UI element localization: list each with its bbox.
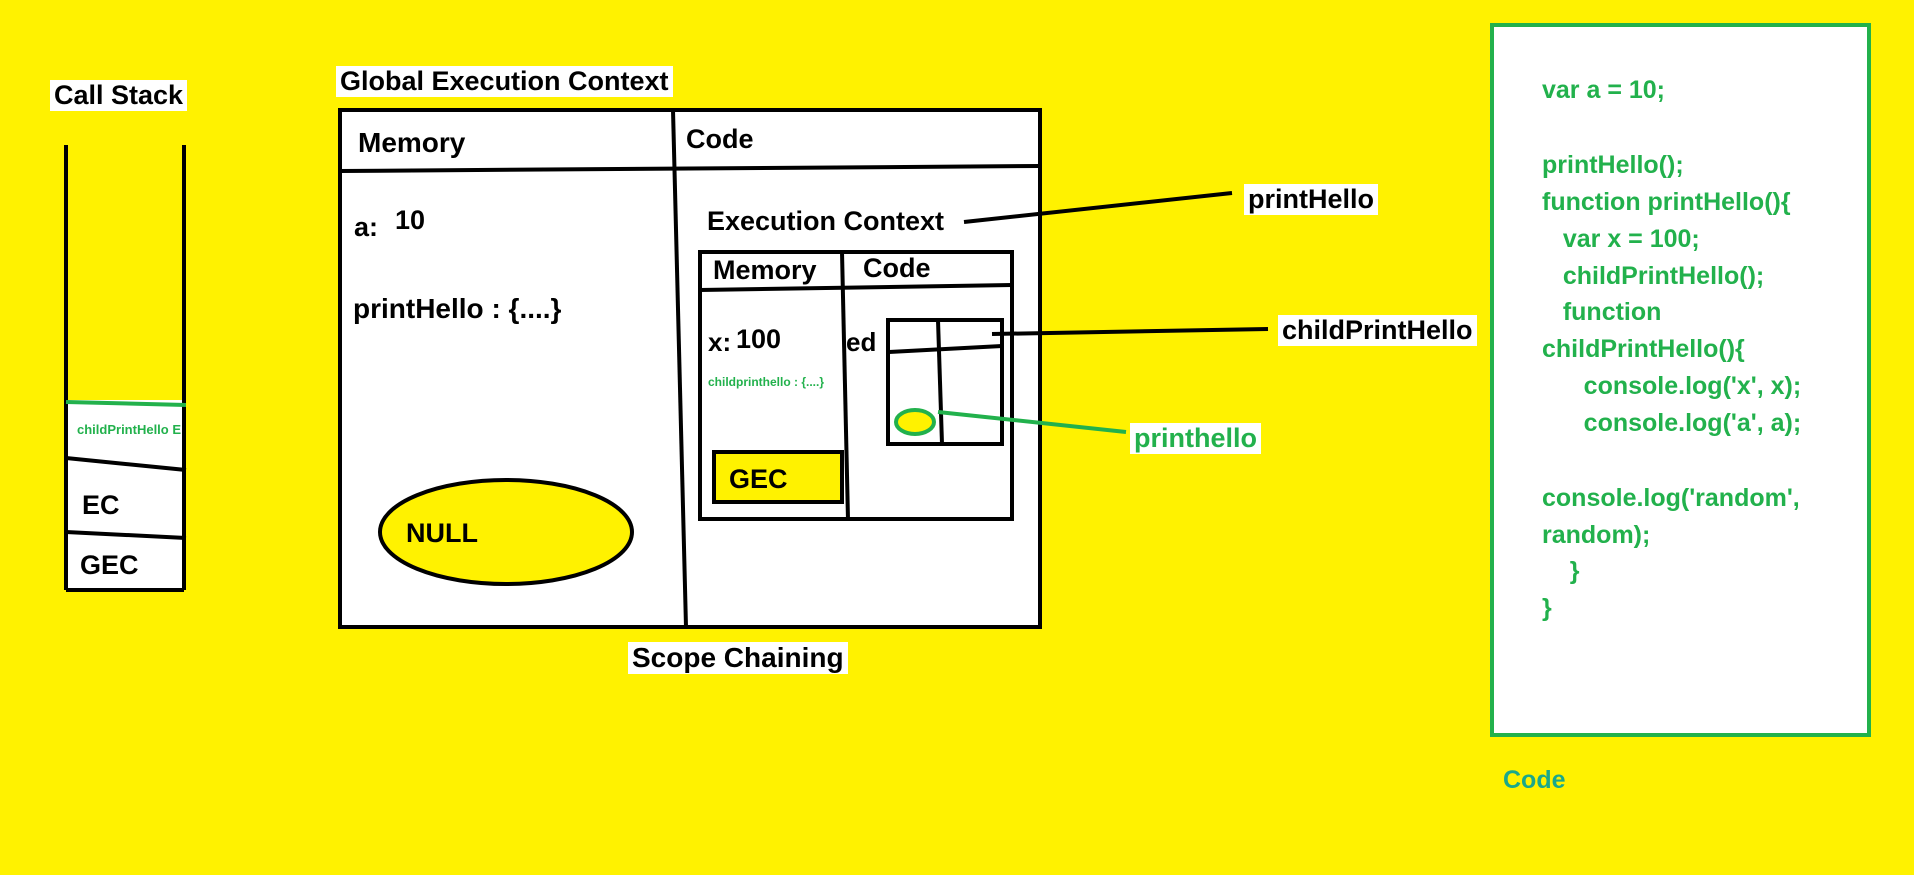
gec-memory-a-label: a: [354,212,379,242]
child-context-column-line [936,319,944,445]
code-line: childPrintHello(){ [1542,335,1745,363]
call-stack-top-frame-line [65,400,187,407]
ec-x-label: x: [708,327,732,357]
code-line: } [1542,557,1580,585]
code-line: function [1542,298,1662,326]
gec-column-divider [671,109,688,628]
child-context-header-line [887,344,1003,354]
code-line: printHello(); [1542,151,1684,179]
gec-outer-null: NULL [406,518,478,548]
call-stack-body [66,400,184,590]
ec-child-fn: childprinthello : {....} [708,375,825,389]
gec-header-divider [339,164,1041,173]
ec-gec-ref-box [712,450,844,504]
call-stack-frame-ec: EC [82,490,120,520]
code-line: childPrintHello(); [1542,262,1765,290]
call-stack-divider-1 [65,456,187,472]
code-line: var a = 10; [1542,76,1666,104]
code-line: function printHello(){ [1542,188,1791,216]
code-panel-caption: Code [1503,766,1566,794]
childprinthello-connector [991,327,1269,336]
code-line: random); [1542,521,1651,549]
code-line: console.log('a', a); [1542,409,1802,437]
childprinthello-callout: childPrintHello [1278,315,1477,346]
call-stack-container [64,145,187,592]
code-line: } [1542,594,1552,622]
printhello-callout: printHello [1244,184,1378,215]
ec-memory-header: Memory [713,255,817,285]
gec-memory-a-value: 10 [395,205,426,235]
gec-title: Global Execution Context [336,66,673,97]
gec-null-ellipse [378,478,634,586]
ec-code-header: Code [863,253,931,283]
ec-x-partial: ed [846,327,877,357]
call-stack-divider-2 [65,530,187,540]
call-stack-frame-gec: GEC [80,550,139,580]
ec-x-value: 100 [736,324,782,354]
code-panel-frame [1490,23,1871,737]
call-stack-frame-child: childPrintHello E [77,422,182,437]
printhello-green-connector [937,410,1127,434]
ec-title: Execution Context [707,206,945,236]
ec-header-divider [699,283,1013,292]
gec-memory-printhello: printHello : {....} [353,293,562,324]
scope-chaining-label: Scope Chaining [628,642,848,674]
code-line: console.log('x', x); [1542,372,1802,400]
call-stack-title: Call Stack [50,80,188,111]
ec-outer-gec: GEC [729,464,788,494]
code-line: console.log('random', [1542,484,1800,512]
gec-code-header: Code [686,124,754,154]
printhello-green-callout: printhello [1130,423,1261,454]
ec-box [698,250,1014,521]
scope-ref-ellipse [894,408,936,436]
printhello-connector [963,191,1233,224]
code-line: var x = 100; [1542,225,1700,253]
gec-memory-header: Memory [358,127,466,158]
ec-column-divider [840,251,850,521]
